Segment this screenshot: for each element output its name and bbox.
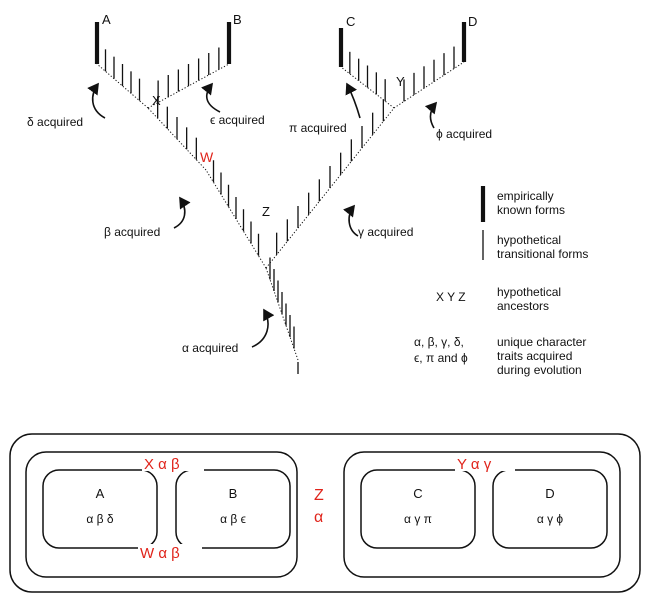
box-c-traits: α γ π [404,512,432,526]
phi-acquired-label: ϕ acquired [436,127,492,141]
phi-arrow [424,101,438,129]
gamma-acquired-label: γ acquired [358,225,413,239]
tip-label-a: A [102,12,111,27]
legend-transitional-line1: hypothetical [497,233,561,247]
alpha-arrow [251,308,275,348]
legend: empirically known forms hypothetical tra… [414,186,588,377]
tip-label-d: D [468,14,477,29]
outer-set-z [9,433,641,593]
delta-acquired-label: δ acquired [27,115,83,129]
beta-arrow [173,196,191,229]
legend-traits-symbols-line1: α, β, γ, δ, [414,335,464,349]
box-d-name: D [545,486,554,501]
beta-acquired-label: β acquired [104,225,160,239]
set-z-label: Z [314,487,324,504]
box-c-name: C [413,486,422,501]
phylogenetic-tree: A B C D X Y Z W δ acquired ϵ acquired π … [27,12,492,374]
legend-known-line1: empirically [497,189,554,203]
legend-traits-line2: traits acquired [497,349,572,363]
box-d-traits: α γ ϕ [537,512,564,526]
legend-ancestor-symbols: X Y Z [436,290,466,304]
box-b-traits: α β ϵ [220,512,246,526]
legend-traits-symbols-line2: ϵ, π and ϕ [414,351,468,365]
x-label-backdrop [142,455,204,471]
box-b-name: B [229,486,238,501]
legend-traits-line3: during evolution [497,363,582,377]
box-c [360,469,476,549]
set-x-label: X α β [144,456,180,473]
ancestor-label-w: W [200,149,214,165]
legend-traits-line1: unique character [497,335,586,349]
box-a-traits: α β δ [86,512,114,526]
set-z-alpha: α [314,509,323,526]
tip-label-c: C [346,14,355,29]
epsilon-arrow [201,82,221,113]
box-a [42,469,158,549]
legend-ancestor-line2: ancestors [497,299,549,313]
set-y-label: Y α γ [457,456,492,473]
set-w-label: W α β [140,545,180,562]
pi-arrow [345,82,361,119]
lineage-y-to-d [393,61,465,109]
lineage-x-to-b [147,63,230,109]
legend-ancestor-line1: hypothetical [497,285,561,299]
set-x [25,451,298,578]
alpha-acquired-label: α acquired [182,341,238,355]
gamma-arrow [343,204,359,237]
ancestor-label-y: Y [396,74,405,89]
w-label-backdrop [138,544,202,560]
pi-acquired-label: π acquired [289,121,347,135]
legend-known-line2: known forms [497,203,565,217]
transitional-forms [96,46,465,374]
delta-arrow [87,82,106,119]
legend-transitional-line2: transitional forms [497,247,588,261]
box-a-name: A [96,486,105,501]
box-b [175,469,291,549]
box-d [492,469,608,549]
tip-label-b: B [233,12,242,27]
nested-sets-diagram: A α β δ B α β ϵ C α γ π D α γ ϕ X α β W … [9,433,641,593]
y-label-backdrop [455,455,515,471]
set-y [343,451,621,578]
epsilon-acquired-label: ϵ acquired [210,113,265,127]
ancestor-label-x: X [152,93,161,108]
ancestor-label-z: Z [262,204,270,219]
